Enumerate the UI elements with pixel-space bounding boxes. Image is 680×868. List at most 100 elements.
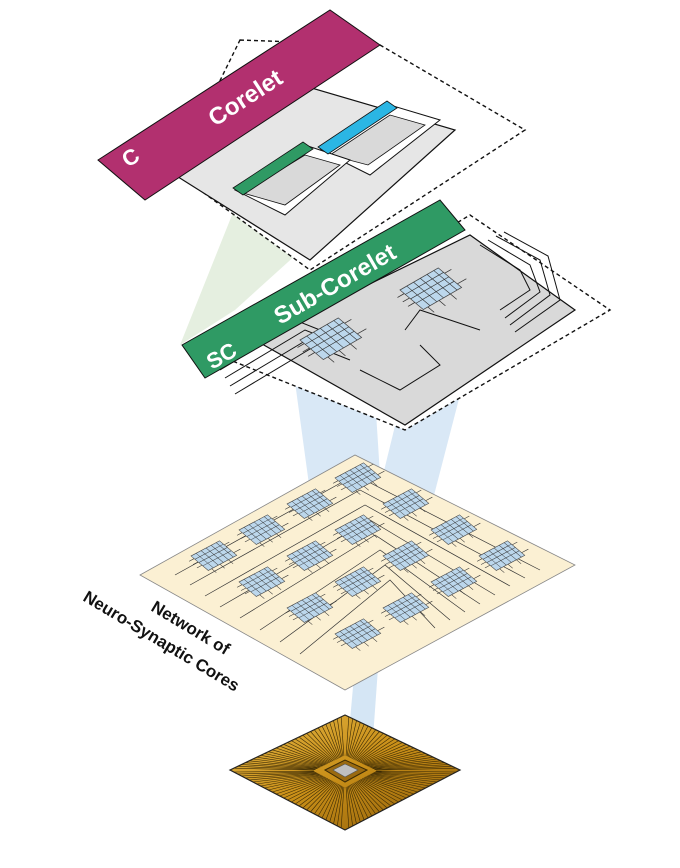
chip-pin-trace [367, 753, 426, 767]
chip-pin-trace [340, 716, 345, 756]
chip-pin-trace [337, 786, 344, 827]
chip-pin-trace [321, 784, 339, 819]
chip-pin-trace [325, 784, 340, 821]
chip-pin-trace [321, 725, 339, 759]
chip-pin-trace [365, 776, 418, 793]
chip-pin-trace [295, 738, 332, 763]
chip-pin-trace [233, 770, 314, 773]
chip-pin-trace [360, 742, 403, 764]
chip-pin-trace [351, 784, 369, 819]
chip-pin-trace [249, 760, 319, 769]
chip-pin-trace [337, 718, 344, 757]
chip-pin-trace [354, 731, 380, 761]
chip-pin-trace [360, 778, 403, 801]
chip-pin-trace [347, 785, 357, 825]
chip-pin-trace [363, 777, 411, 797]
chip-pin-trace [349, 785, 361, 823]
chip-pin-trace [295, 779, 332, 805]
chip [228, 714, 462, 831]
chip-pin-trace [317, 727, 338, 760]
chip-pin-trace [369, 756, 434, 768]
chip-pin-trace [350, 724, 365, 759]
chip-pin-trace [310, 782, 336, 813]
chip-pin-trace [345, 716, 350, 756]
chip-pin-trace [306, 781, 335, 811]
chip-pin-trace [260, 774, 322, 787]
chip-pin-trace [245, 772, 318, 779]
chip-pin-trace [357, 736, 392, 762]
chip-pin-trace [349, 722, 361, 758]
corelet-layer: C Corelet [97, 9, 527, 271]
chip-pin-trace [317, 783, 338, 817]
chip-pin-trace [249, 773, 319, 781]
chip-pin-trace [333, 720, 343, 757]
chip-pin-trace [275, 747, 326, 765]
chip-pin-trace [353, 729, 376, 760]
chip-pin-trace [329, 785, 341, 823]
chip-pin-trace [356, 734, 388, 762]
chip-pin-trace [329, 722, 341, 758]
chip-pin-trace [376, 767, 457, 771]
chip-pin-trace [279, 777, 327, 797]
chip-pin-trace [268, 751, 324, 766]
chip-pin-trace [369, 774, 434, 785]
chip-pin-trace [252, 773, 320, 783]
chip-pin-trace [237, 771, 315, 775]
chip-pin-trace [350, 784, 365, 821]
chip-pin-trace [264, 775, 323, 789]
chip-pin-trace [359, 779, 399, 803]
chip-pin-trace [283, 744, 328, 764]
chip-pin-trace [279, 745, 327, 765]
chip-pin-trace [363, 745, 411, 765]
chip-pin-trace [366, 751, 422, 766]
chip-pin-trace [291, 779, 331, 803]
chip-pin-trace [264, 753, 323, 767]
chip-pin-trace [256, 756, 321, 768]
chip-pin-trace [355, 733, 384, 761]
subcorelet-body [253, 234, 577, 426]
chip-pin-trace [233, 767, 314, 771]
chip-pin-trace [310, 731, 336, 761]
chip-pin-trace [314, 782, 337, 815]
chip-pin-trace [352, 727, 373, 760]
corelet-cyan-bar [317, 100, 398, 155]
chip-pin-trace [275, 777, 326, 795]
corelet-subblock-right-inner [329, 114, 426, 166]
chip-pin-trace [351, 725, 369, 759]
chip-pin-trace [333, 785, 343, 825]
chip-pin-trace [291, 740, 331, 763]
chip-pin-trace [302, 781, 334, 809]
chip-pin-trace [347, 720, 357, 757]
chip-pin-trace [375, 766, 453, 770]
network-layer: Network of Neuro-Synaptic Cores [80, 454, 576, 695]
chip-pin-trace [367, 775, 426, 789]
chip-pin-trace [306, 733, 335, 761]
chip-pin-trace [371, 760, 441, 769]
chip-pins [233, 716, 457, 829]
chip-pin-trace [371, 773, 441, 781]
chip-pin-trace [362, 778, 407, 799]
chip-pin-trace [241, 772, 317, 777]
chip-pin-trace [283, 778, 328, 799]
chip-pin-trace [359, 740, 399, 763]
chip-pin-trace [366, 776, 422, 791]
chip-pin-trace [345, 786, 350, 829]
chip-pin-trace [252, 758, 320, 768]
chip-pin-trace [302, 734, 334, 762]
chip-pin-trace [298, 736, 333, 762]
chip-pin-trace [354, 782, 380, 813]
chip-pin-trace [298, 780, 333, 807]
chip-pin-trace [353, 782, 376, 815]
chip-die-center [332, 763, 359, 778]
chip-pin-trace [370, 773, 438, 783]
corelet-header-band [97, 9, 381, 201]
chip-pin-trace [272, 749, 325, 766]
chip-pin-trace [372, 762, 445, 769]
chip-pin-trace [346, 718, 353, 757]
chip-pin-trace [376, 770, 457, 773]
chip-pin-trace [287, 742, 330, 764]
chip-pin-trace [287, 778, 330, 801]
chip-pin-trace [268, 776, 324, 791]
chip-pin-trace [355, 781, 384, 811]
